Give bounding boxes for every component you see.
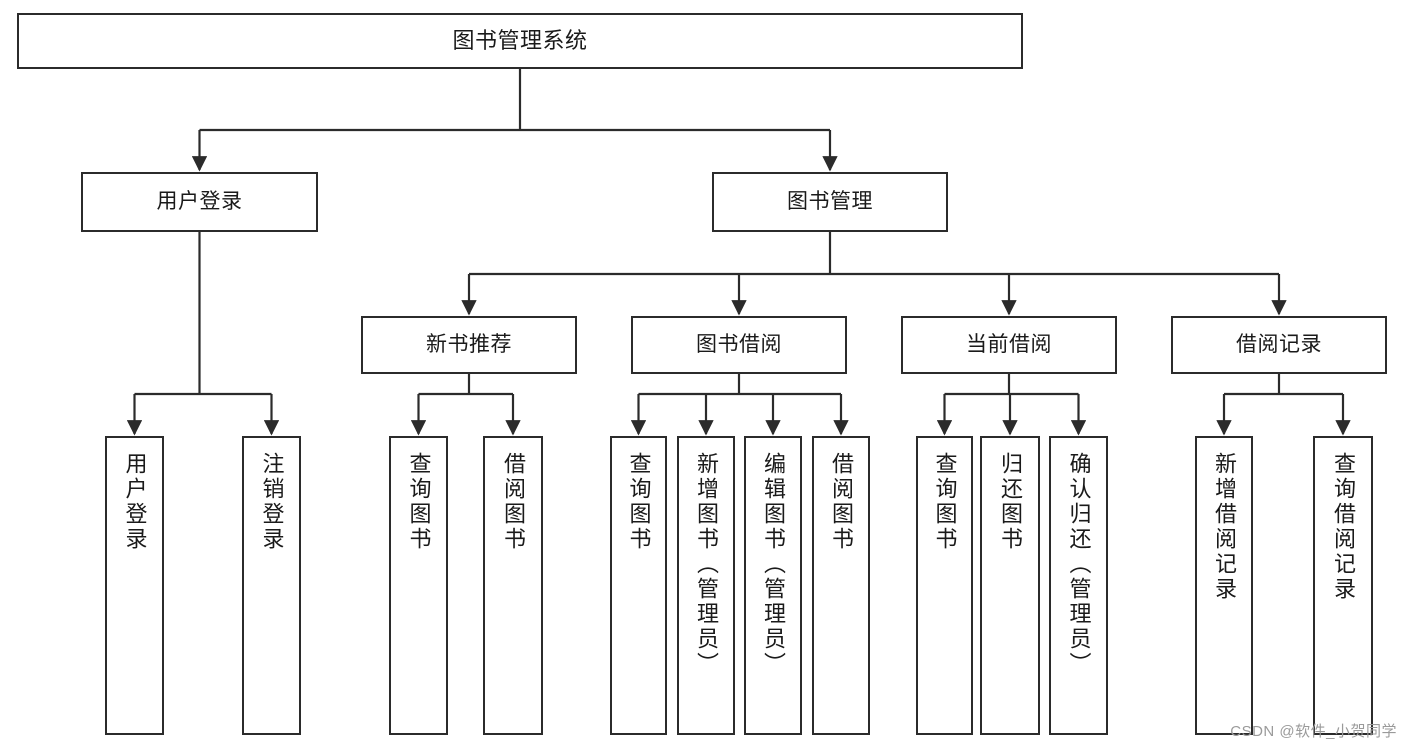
leaf-borrow-edit-book-admin[interactable]: 编辑图书（管理员） — [744, 436, 802, 735]
node-book-management[interactable]: 图书管理 — [712, 172, 948, 232]
node-label: 用户登录 — [156, 189, 243, 213]
node-label: 编辑图书（管理员） — [761, 452, 786, 677]
watermark: CSDN @软件_小贺同学 — [1230, 723, 1397, 740]
leaf-user-login[interactable]: 用户登录 — [105, 436, 164, 735]
node-label: 归还图书 — [998, 452, 1023, 552]
node-label: 查询图书 — [626, 452, 652, 552]
node-label: 新书推荐 — [426, 332, 512, 356]
leaf-borrow-borrow-books[interactable]: 借阅图书 — [812, 436, 870, 735]
node-label: 查询图书 — [406, 452, 432, 552]
node-label: 查询借阅记录 — [1331, 452, 1356, 602]
leaf-current-return-books[interactable]: 归还图书 — [980, 436, 1040, 735]
edge-group — [126, 69, 1351, 436]
leaf-new-rec-query-books[interactable]: 查询图书 — [389, 436, 448, 735]
node-label: 注销登录 — [259, 452, 285, 552]
leaf-borrow-query-books[interactable]: 查询图书 — [610, 436, 667, 735]
node-label: 当前借阅 — [966, 332, 1052, 356]
node-label: 借阅图书 — [501, 452, 526, 552]
node-label: 查询图书 — [932, 452, 958, 552]
leaf-current-confirm-return-admin[interactable]: 确认归还（管理员） — [1049, 436, 1108, 735]
node-root[interactable]: 图书管理系统 — [17, 13, 1023, 69]
node-label: 确认归还（管理员） — [1066, 452, 1092, 677]
node-label: 借阅记录 — [1236, 332, 1322, 356]
node-label: 用户登录 — [122, 452, 148, 552]
leaf-borrow-add-book-admin[interactable]: 新增图书（管理员） — [677, 436, 735, 735]
leaf-record-add-record[interactable]: 新增借阅记录 — [1195, 436, 1253, 735]
node-label: 新增图书（管理员） — [694, 452, 719, 677]
node-new-book-recommendation[interactable]: 新书推荐 — [361, 316, 577, 374]
node-label: 图书借阅 — [696, 332, 782, 356]
node-user-login[interactable]: 用户登录 — [81, 172, 318, 232]
node-current-borrowing[interactable]: 当前借阅 — [901, 316, 1117, 374]
leaf-user-logout[interactable]: 注销登录 — [242, 436, 301, 735]
node-label: 图书管理系统 — [452, 28, 588, 54]
node-borrowing-records[interactable]: 借阅记录 — [1171, 316, 1387, 374]
leaf-record-query-record[interactable]: 查询借阅记录 — [1313, 436, 1373, 735]
leaf-new-rec-borrow-books[interactable]: 借阅图书 — [483, 436, 543, 735]
node-label: 借阅图书 — [829, 452, 854, 552]
node-book-borrowing[interactable]: 图书借阅 — [631, 316, 847, 374]
node-label: 图书管理 — [787, 189, 873, 213]
node-label: 新增借阅记录 — [1212, 452, 1237, 602]
leaf-current-query-books[interactable]: 查询图书 — [916, 436, 973, 735]
